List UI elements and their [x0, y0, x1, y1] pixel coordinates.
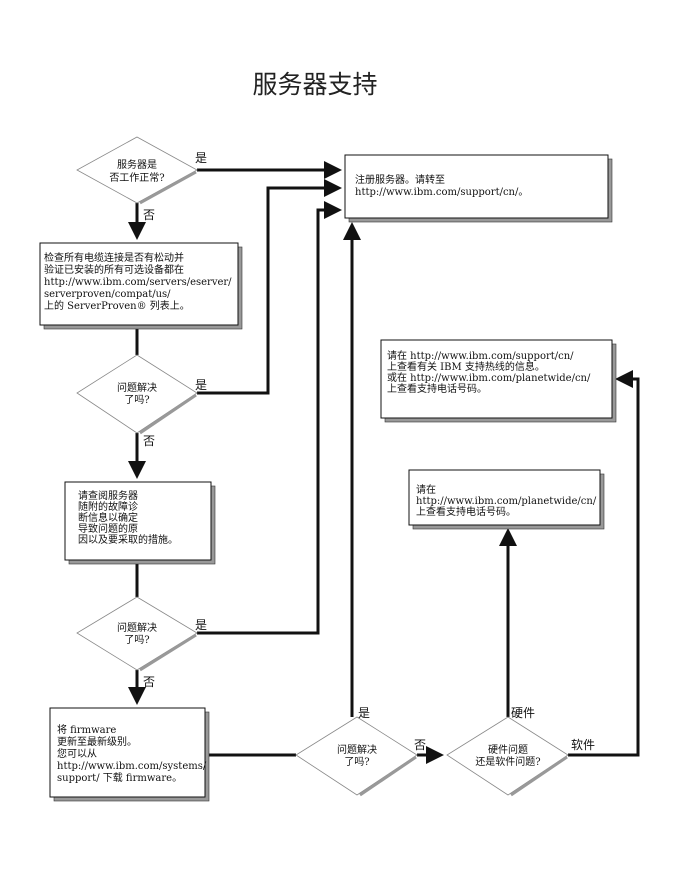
label-yes: 是	[358, 706, 370, 720]
decision-resolved-3: 问题解决 了吗?	[295, 716, 418, 797]
svg-text:检查所有电缆连接是否有松动并: 检查所有电缆连接是否有松动并	[44, 251, 184, 264]
svg-text:serverproven/compat/us/: serverproven/compat/us/	[44, 289, 171, 300]
svg-text:http://www.ibm.com/planetwide/: http://www.ibm.com/planetwide/cn/	[416, 496, 597, 507]
decision-resolved-1: 问题解决 了吗?	[76, 354, 198, 435]
svg-text:验证已安装的所有可选设备都在: 验证已安装的所有可选设备都在	[44, 263, 184, 276]
arrow-d2-yes	[197, 179, 342, 395]
box-register-server: 注册服务器。请转至 http://www.ibm.com/support/cn/…	[344, 154, 613, 223]
svg-text:或在 http://www.ibm.com/planetwi: 或在 http://www.ibm.com/planetwide/cn/	[387, 372, 591, 384]
svg-text:您可以从: 您可以从	[57, 747, 97, 760]
label-yes: 是	[195, 151, 207, 165]
svg-text:了吗?: 了吗?	[124, 394, 149, 406]
svg-text:http://www.ibm.com/servers/ese: http://www.ibm.com/servers/eserver/	[44, 277, 232, 288]
label-no: 否	[143, 675, 155, 689]
svg-text:否工作正常?: 否工作正常?	[109, 171, 164, 184]
svg-text:服务器是: 服务器是	[117, 158, 157, 171]
box-hardware-support: 请在 http://www.ibm.com/planetwide/cn/ 上查看…	[408, 469, 605, 530]
svg-text:http://www.ibm.com/systems/: http://www.ibm.com/systems/	[57, 761, 207, 772]
label-software: 软件	[571, 738, 595, 752]
decision-server-working: 服务器是 否工作正常?	[76, 136, 198, 205]
svg-text:请在: 请在	[416, 483, 436, 496]
svg-text:请查阅服务器: 请查阅服务器	[78, 489, 138, 502]
svg-text:了吗?: 了吗?	[124, 634, 149, 646]
svg-text:http://www.ibm.com/support/cn/: http://www.ibm.com/support/cn/。	[355, 187, 528, 198]
svg-text:问题解决: 问题解决	[337, 743, 377, 756]
svg-text:support/ 下载 firmware。: support/ 下载 firmware。	[57, 772, 182, 784]
svg-text:因以及要采取的措施。: 因以及要采取的措施。	[78, 533, 178, 546]
label-no: 否	[143, 434, 155, 448]
box-software-support: 请在 http://www.ibm.com/support/cn/ 上查看有关 …	[380, 339, 617, 423]
svg-text:了吗?: 了吗?	[344, 756, 369, 768]
svg-text:问题解决: 问题解决	[117, 381, 157, 394]
svg-text:硬件问题: 硬件问题	[488, 743, 528, 756]
label-hardware: 硬件	[511, 706, 535, 720]
svg-text:导致问题的原: 导致问题的原	[78, 522, 138, 535]
svg-text:上查看支持电话号码。: 上查看支持电话号码。	[416, 505, 516, 518]
svg-text:更新至最新级别。: 更新至最新级别。	[57, 735, 137, 748]
page-title: 服务器支持	[252, 70, 377, 99]
svg-text:问题解决: 问题解决	[117, 621, 157, 634]
decision-resolved-2: 问题解决 了吗?	[76, 596, 198, 672]
arrow-d5-software	[568, 370, 640, 757]
svg-text:上查看有关 IBM 支持热线的信息。: 上查看有关 IBM 支持热线的信息。	[387, 360, 545, 373]
label-yes: 是	[195, 378, 207, 392]
svg-text:将 firmware: 将 firmware	[57, 724, 116, 736]
arrow-d3-yes	[197, 201, 342, 635]
label-no: 否	[414, 738, 426, 752]
svg-text:随附的故障诊: 随附的故障诊	[78, 500, 138, 513]
svg-text:还是软件问题?: 还是软件问题?	[475, 755, 540, 768]
box-diagnostics: 请查阅服务器 随附的故障诊 断信息以确定 导致问题的原 因以及要采取的措施。	[64, 481, 216, 565]
svg-text:上的 ServerProven® 列表上。: 上的 ServerProven® 列表上。	[44, 299, 190, 312]
box-update-firmware: 将 firmware 更新至最新级别。 您可以从 http://www.ibm.…	[49, 707, 210, 802]
svg-text:上查看支持电话号码。: 上查看支持电话号码。	[387, 382, 487, 395]
svg-text:注册服务器。请转至: 注册服务器。请转至	[355, 173, 445, 186]
svg-text:断信息以确定: 断信息以确定	[78, 511, 138, 524]
label-yes: 是	[195, 618, 207, 632]
label-no: 否	[143, 208, 155, 222]
svg-text:请在 http://www.ibm.com/support/: 请在 http://www.ibm.com/support/cn/	[387, 349, 574, 362]
decision-hardware-or-software: 硬件问题 还是软件问题?	[446, 716, 569, 797]
box-check-cables: 检查所有电缆连接是否有松动并 验证已安装的所有可选设备都在 http://www…	[39, 242, 243, 330]
connectors	[128, 161, 640, 764]
